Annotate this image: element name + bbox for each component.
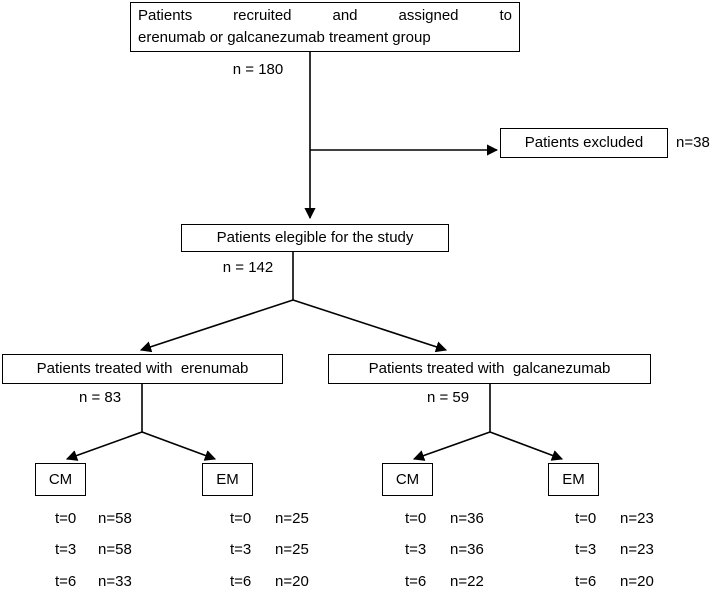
erenumab-em-count-0: n=25 <box>275 510 309 527</box>
node-galcanezumab-em-label: EM <box>562 471 585 488</box>
galcanezumab-em-count-0: n=23 <box>620 510 654 527</box>
node-patients-recruited-line2: erenumab or galcanezumab treament group <box>138 29 431 46</box>
node-galcanezumab-cm: CM <box>382 463 433 496</box>
node-treated-erenumab: Patients treated with erenumab <box>2 354 283 384</box>
edge-eligible-to-erenumab <box>139 299 294 353</box>
galcanezumab-em-count-1: n=23 <box>620 541 654 558</box>
node-patients-eligible-count: n = 142 <box>222 259 274 276</box>
node-patients-excluded-label: Patients excluded <box>524 134 644 152</box>
galcanezumab-em-time-2: t=6 <box>575 573 597 590</box>
node-patients-excluded-count: n=38 <box>676 134 710 151</box>
galcanezumab-cm-time-0: t=0 <box>405 510 427 527</box>
edge-erenumab-to-em <box>141 431 217 461</box>
galcanezumab-cm-time-1: t=3 <box>405 541 427 558</box>
node-patients-recruited-line1: Patients recruited and assigned to <box>138 7 512 25</box>
erenumab-em-time-2: t=6 <box>230 573 252 590</box>
node-galcanezumab-cm-label: CM <box>395 471 420 488</box>
erenumab-em-time-1: t=3 <box>230 541 252 558</box>
edge-galcanezumab-to-em <box>489 431 564 461</box>
node-patients-eligible-label: Patients elegible for the study <box>216 229 414 247</box>
galcanezumab-cm-time-2: t=6 <box>405 573 427 590</box>
galcanezumab-cm-count-1: n=36 <box>450 541 484 558</box>
erenumab-cm-count-0: n=58 <box>98 510 132 527</box>
node-treated-galcanezumab-count: n = 59 <box>426 389 470 406</box>
node-patients-eligible: Patients elegible for the study <box>181 224 449 252</box>
edge-eligible-to-galcanezumab <box>292 299 448 353</box>
erenumab-em-count-1: n=25 <box>275 541 309 558</box>
erenumab-em-count-2: n=20 <box>275 573 309 590</box>
node-erenumab-cm-label: CM <box>48 471 73 488</box>
node-patients-recruited-count: n = 180 <box>232 61 284 78</box>
edge-erenumab-to-cm <box>65 431 143 461</box>
galcanezumab-cm-count-0: n=36 <box>450 510 484 527</box>
erenumab-cm-time-0: t=0 <box>55 510 77 527</box>
galcanezumab-em-count-2: n=20 <box>620 573 654 590</box>
erenumab-em-time-0: t=0 <box>230 510 252 527</box>
erenumab-cm-time-2: t=6 <box>55 573 77 590</box>
node-erenumab-cm: CM <box>35 463 86 496</box>
node-patients-recruited: Patients recruited and assigned to erenu… <box>130 2 520 52</box>
node-treated-erenumab-label: Patients treated with erenumab <box>36 360 249 378</box>
erenumab-cm-time-1: t=3 <box>55 541 77 558</box>
galcanezumab-em-time-0: t=0 <box>575 510 597 527</box>
node-erenumab-em-label: EM <box>216 471 239 488</box>
erenumab-cm-count-1: n=58 <box>98 541 132 558</box>
galcanezumab-em-time-1: t=3 <box>575 541 597 558</box>
node-galcanezumab-em: EM <box>548 463 599 496</box>
erenumab-cm-count-2: n=33 <box>98 573 132 590</box>
node-treated-galcanezumab: Patients treated with galcanezumab <box>328 354 651 384</box>
edge-galcanezumab-to-cm <box>412 431 491 461</box>
node-treated-erenumab-count: n = 83 <box>78 389 122 406</box>
node-treated-galcanezumab-label: Patients treated with galcanezumab <box>368 360 611 378</box>
node-erenumab-em: EM <box>202 463 253 496</box>
node-patients-excluded: Patients excluded <box>500 128 668 158</box>
galcanezumab-cm-count-2: n=22 <box>450 573 484 590</box>
